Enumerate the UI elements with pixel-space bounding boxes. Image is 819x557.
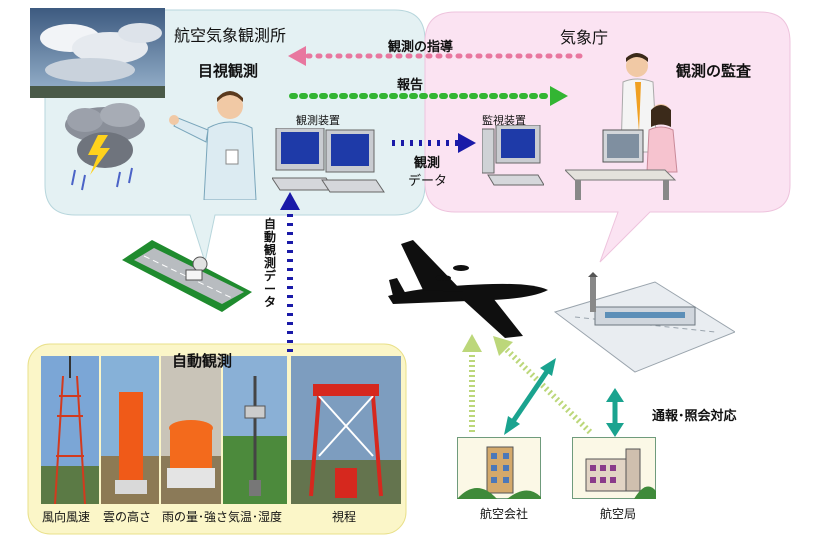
airplane-icon	[388, 240, 548, 338]
obs-equipment-label: 観測装置	[296, 114, 340, 127]
visual-obs-label: 目視観測	[198, 62, 259, 80]
aviation-bureau-label: 航空局	[600, 507, 637, 521]
monitor-computer-icon	[482, 125, 544, 186]
airline-teal-arrow	[509, 368, 551, 425]
monitor-equipment-label: 監視装置	[482, 114, 526, 127]
aviation-bureau-building-icon	[572, 437, 656, 499]
sensor-photos	[41, 356, 401, 504]
sensor-label-cloud: 雲の高さ	[103, 510, 152, 524]
auditors-icon	[565, 53, 678, 200]
weather-office-label: 航空気象観測所	[174, 26, 287, 45]
cloud-height-sensor-photo	[101, 356, 159, 504]
airport-icon	[553, 272, 735, 373]
rain-sensor-photo	[161, 356, 221, 504]
airline-label: 航空会社	[480, 507, 529, 521]
bureau-lime-arrow	[502, 345, 593, 435]
sensor-label-rain: 雨の量･強さ	[162, 510, 229, 524]
runway-small-icon	[122, 240, 252, 312]
sensor-label-visibility: 視程	[332, 510, 357, 524]
sensor-label-wind: 風向風速	[42, 510, 91, 524]
auto-data-label: 自動観測データ	[264, 217, 277, 309]
observer-person-icon	[169, 91, 257, 200]
audit-label: 観測の監査	[676, 62, 752, 80]
temp-humidity-sensor-photo	[223, 356, 287, 504]
notify-label: 通報･照会対応	[652, 409, 737, 424]
jma-label: 気象庁	[560, 28, 609, 47]
report-label: 報告	[397, 78, 424, 93]
obs-data-label-line1: 観測	[414, 156, 441, 171]
guidance-label: 観測の指導	[388, 40, 454, 55]
visibility-sensor-photo	[291, 356, 401, 504]
obs-data-label-line2: データ	[408, 174, 448, 189]
observation-computers-icon	[272, 128, 385, 193]
sky-photo	[30, 8, 165, 98]
sensor-label-temp: 気温･湿度	[228, 510, 283, 524]
airline-building-icon	[457, 437, 541, 499]
wind-sensor-photo	[41, 356, 99, 504]
auto-obs-title: 自動観測	[172, 352, 233, 370]
thunderstorm-icon	[65, 103, 145, 191]
